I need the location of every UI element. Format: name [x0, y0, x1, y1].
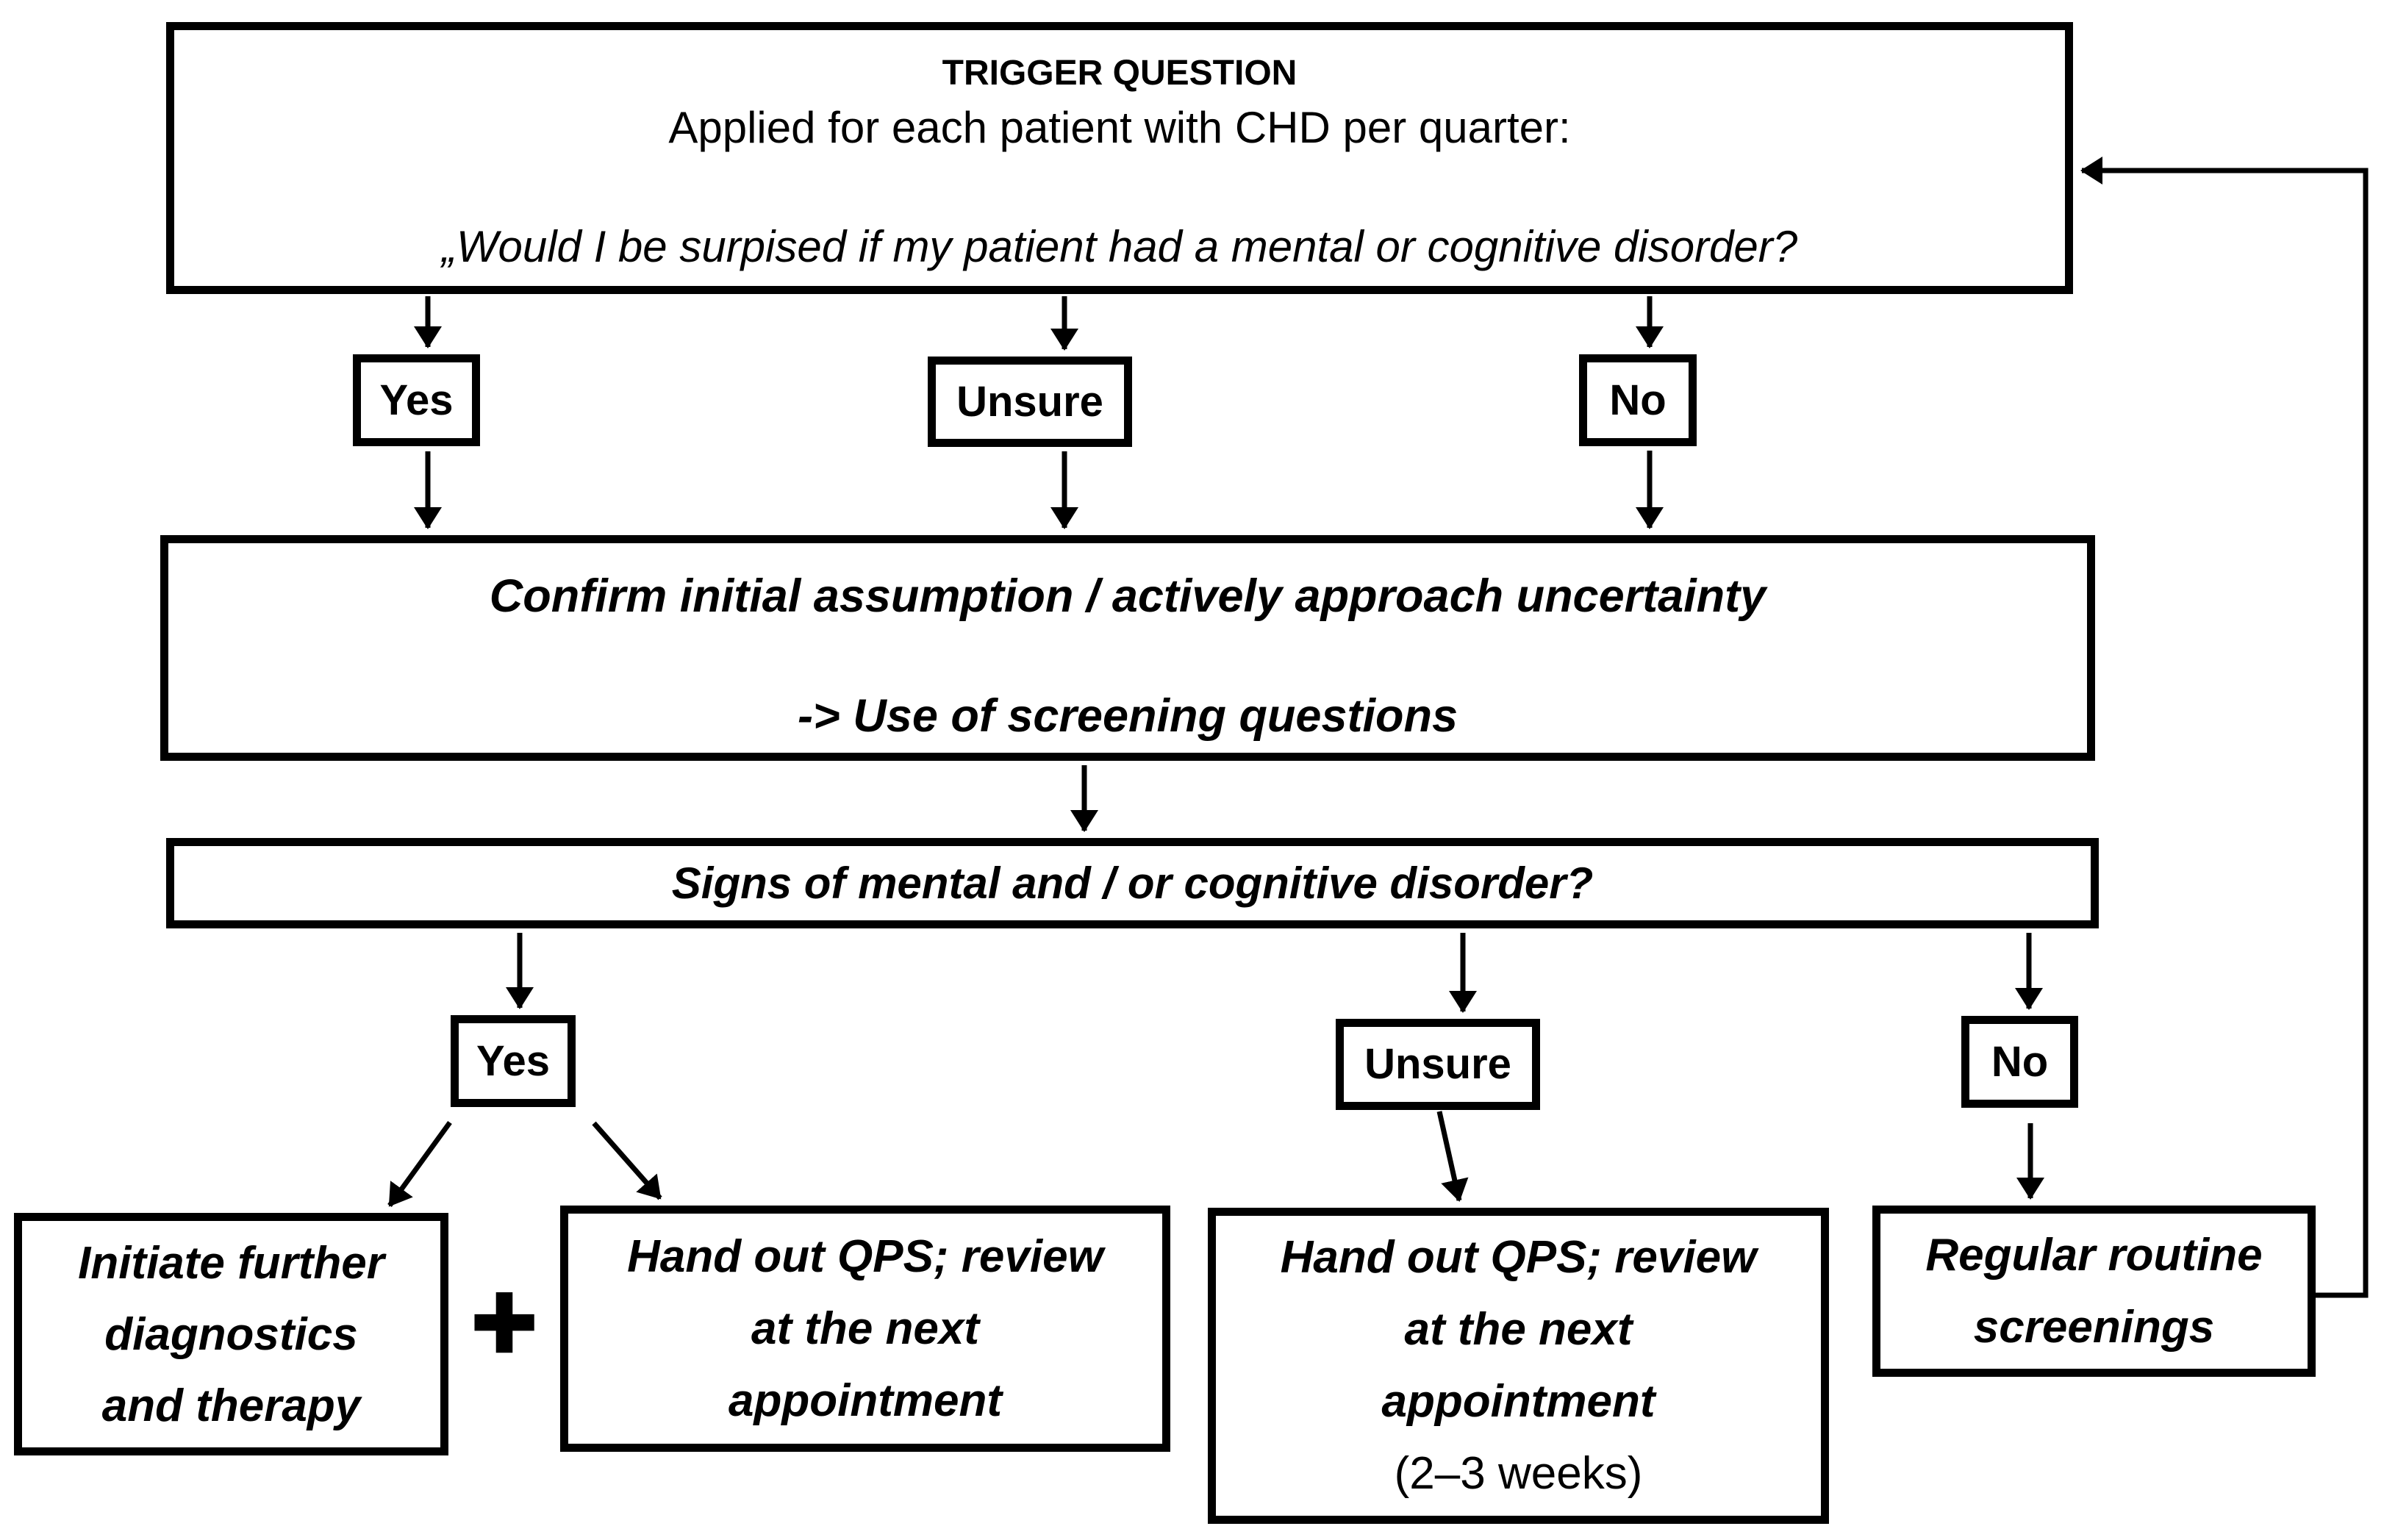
outcome-routine-line2: screenings [1973, 1301, 2215, 1353]
signs-question-box: Signs of mental and / or cognitive disor… [166, 838, 2099, 928]
signs-question-text: Signs of mental and / or cognitive disor… [671, 858, 1594, 908]
decision2-yes-box: Yes [451, 1015, 576, 1107]
outcome-handout-next-line2: at the next [751, 1303, 980, 1354]
decision2-unsure-label: Unsure [1364, 1040, 1511, 1089]
trigger-question-text: „Would I be surpised if my patient had a… [441, 222, 1798, 271]
confirm-line1: Confirm initial assumption / actively ap… [489, 570, 1766, 622]
outcome-handout-weeks-line2: at the next [1404, 1304, 1633, 1355]
arrow-yes2-to-initiate [387, 1120, 452, 1208]
decision2-no-box: No [1961, 1016, 2078, 1108]
decision1-no-label: No [1609, 376, 1667, 424]
outcome-handout-next-line3: appointment [729, 1375, 1002, 1426]
decision1-yes-label: Yes [379, 376, 454, 424]
outcome-handout-weeks-line3: appointment [1381, 1376, 1655, 1427]
outcome-routine-line1: Regular routine [1925, 1229, 2263, 1281]
outcome-routine-box: Regular routine screenings [1872, 1206, 2316, 1377]
trigger-subtitle: Applied for each patient with CHD per qu… [668, 103, 1571, 152]
decision2-no-label: No [1991, 1037, 2049, 1086]
confirm-assumption-box: Confirm initial assumption / actively ap… [160, 535, 2095, 761]
plus-sign: + [470, 1257, 539, 1385]
outcome-handout-next-line1: Hand out QPS; review [627, 1231, 1103, 1282]
outcome-handout-weeks-box: Hand out QPS; review at the next appoint… [1208, 1208, 1829, 1524]
confirm-line2: -> Use of screening questions [798, 690, 1458, 742]
decision1-yes-box: Yes [353, 354, 480, 446]
decision1-unsure-label: Unsure [956, 377, 1103, 426]
arrow-yes2-to-handout-next [592, 1121, 662, 1200]
arrow-unsure2-to-handout-weeks [1436, 1111, 1469, 1202]
trigger-title: TRIGGER QUESTION [942, 54, 1297, 93]
outcome-handout-weeks-line1: Hand out QPS; review [1280, 1232, 1757, 1283]
decision2-unsure-box: Unsure [1336, 1019, 1540, 1110]
outcome-initiate-line2: diagnostics [104, 1308, 358, 1360]
trigger-question-box: TRIGGER QUESTION Applied for each patien… [166, 22, 2073, 294]
decision2-yes-label: Yes [476, 1036, 550, 1085]
outcome-handout-weeks-note: (2–3 weeks) [1394, 1448, 1643, 1499]
outcome-handout-next-box: Hand out QPS; review at the next appoint… [560, 1206, 1170, 1452]
outcome-initiate-line1: Initiate further [78, 1237, 384, 1289]
outcome-initiate-box: Initiate further diagnostics and therapy [14, 1213, 448, 1455]
feedback-loop-routine-to-trigger [2080, 157, 2369, 1298]
outcome-initiate-line3: and therapy [101, 1380, 361, 1431]
decision1-no-box: No [1579, 354, 1697, 446]
decision1-unsure-box: Unsure [928, 357, 1132, 447]
